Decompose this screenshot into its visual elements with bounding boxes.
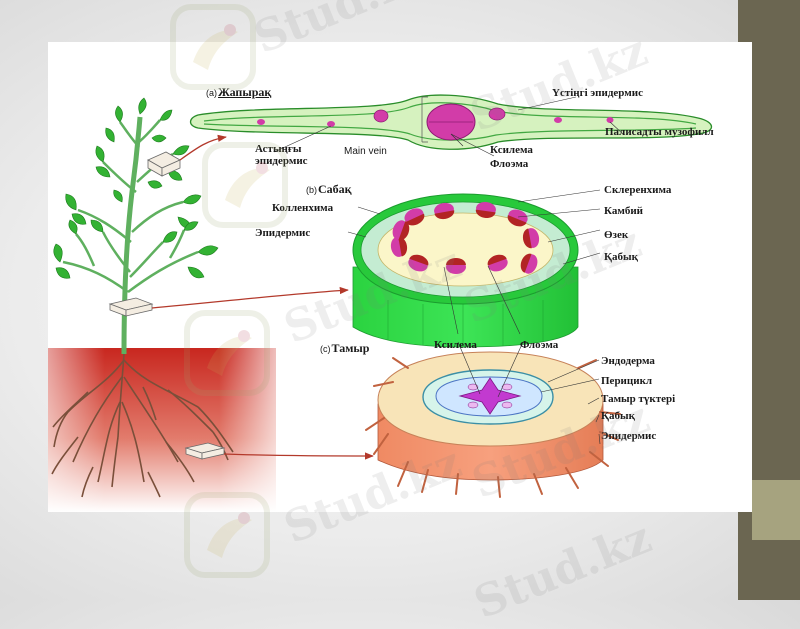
leaf-cross-section	[189, 94, 713, 157]
plant-roots	[51, 353, 234, 498]
leaf-section-title: (a)Жапырақ	[206, 85, 272, 99]
root-label-endodermis: Эндодерма	[601, 355, 655, 367]
stem-cross-section	[347, 189, 601, 348]
leaf-label-lower-epidermis-line2: эпидермис	[255, 155, 308, 167]
root-section-title: (c)Тамыр	[320, 341, 370, 355]
root-hairs	[365, 357, 621, 498]
leaf-label-lower-epidermis-line1: Астыңғы	[255, 143, 302, 155]
root-label-pericycle: Перицикл	[601, 375, 653, 387]
root-label-phloem: Флоэма	[520, 339, 559, 351]
leaf-label-main-vein: Main vein	[344, 146, 387, 157]
stem-vascular-bundles	[390, 201, 540, 274]
stem-label-sclerenchyma: Склеренхима	[604, 184, 672, 196]
plant-leaves	[53, 97, 219, 279]
stem-section-title: (b)Сабақ	[306, 182, 352, 196]
watermark-text: Stud.kz	[467, 512, 659, 629]
plant-tissues-figure: (a)Жапырақ Үстіңгі эпидермис Палисадты м…	[48, 42, 752, 512]
stem-label-epidermis: Эпидермис	[255, 227, 311, 239]
stem-label-cambium: Камбий	[604, 205, 643, 217]
root-label-cortex: Қабық	[601, 410, 635, 422]
slide-side-accent	[752, 480, 800, 540]
section-arrows	[151, 134, 374, 460]
sample-cubes	[108, 151, 226, 460]
stem-label-collenchyma: Колленхима	[272, 202, 334, 214]
stem-label-cortex: Қабық	[604, 251, 638, 263]
root-label-epidermis: Эпидермис	[601, 430, 657, 442]
leaf-label-palisade: Палисадты музофилл	[605, 126, 714, 138]
plant-branches	[62, 119, 199, 294]
leaf-label-upper-epidermis: Үстіңгі эпидермис	[552, 87, 643, 99]
plant-stem	[121, 116, 143, 355]
leaf-label-phloem: Флоэма	[490, 158, 529, 170]
root-label-root-hairs: Тамыр түктері	[601, 393, 676, 405]
root-label-xylem: Ксилема	[434, 339, 477, 351]
stem-label-pith: Өзек	[604, 229, 629, 241]
plant-illustration	[48, 97, 374, 512]
leaf-label-xylem: Ксилема	[490, 144, 533, 156]
root-cross-section	[365, 341, 621, 498]
root-xylem-star	[458, 377, 522, 415]
